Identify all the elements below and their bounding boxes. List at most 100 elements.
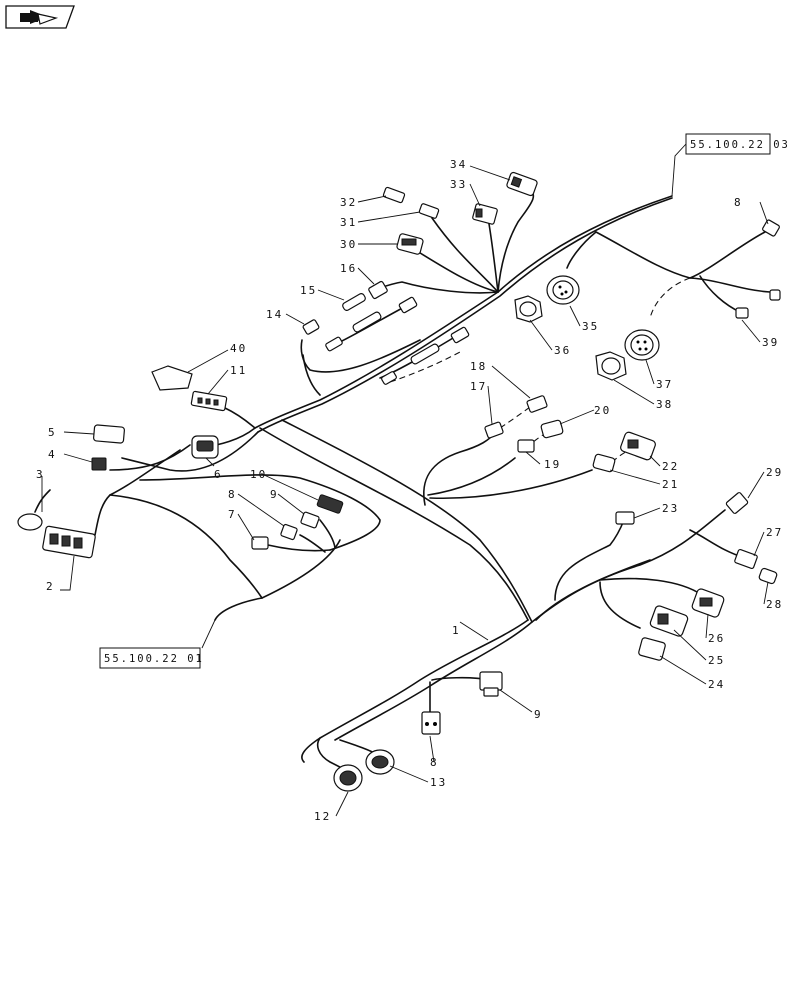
- connector-8-lower: [421, 711, 441, 735]
- callout-32: 32: [340, 196, 357, 209]
- connector-35: [546, 275, 580, 305]
- connector-15: [342, 293, 418, 333]
- callout-7: 7: [228, 508, 237, 521]
- connector-30: [396, 233, 424, 255]
- ref-box-top[interactable]: 55.100.22 03: [685, 133, 790, 155]
- nut-36: [514, 295, 543, 323]
- callout-29: 29: [766, 466, 783, 479]
- harness-left-branch: [34, 407, 381, 621]
- connector-37: [624, 329, 660, 361]
- next-page-button[interactable]: [4, 4, 76, 30]
- callout-37: 37: [656, 378, 673, 391]
- connector-4: [91, 457, 107, 471]
- callout-15: 15: [300, 284, 317, 297]
- callout-19: 19: [544, 458, 561, 471]
- callout-33: 33: [450, 178, 467, 191]
- callout-16: 16: [340, 262, 357, 275]
- callout-10: 10: [250, 468, 267, 481]
- callout-28: 28: [766, 598, 783, 611]
- connector-9-lower: [479, 671, 503, 697]
- callout-21: 21: [662, 478, 679, 491]
- callout-12: 12: [314, 810, 331, 823]
- connector-39: [735, 289, 781, 319]
- callout-26: 26: [708, 632, 725, 645]
- nut-38: [595, 351, 627, 381]
- connector-8-top: [762, 219, 780, 237]
- callout-20: 20: [594, 404, 611, 417]
- harness-upper-branches: [300, 187, 535, 396]
- connector-12: [333, 764, 363, 792]
- connector-14: [302, 319, 320, 335]
- callout-3: 3: [36, 468, 45, 481]
- connector-13: [365, 749, 395, 775]
- connector-9-mid: [300, 511, 320, 529]
- callout-11: 11: [230, 364, 247, 377]
- tag-40: [151, 365, 193, 391]
- callout-14: 14: [266, 308, 283, 321]
- callout-34: 34: [450, 158, 467, 171]
- connector-33: [472, 203, 498, 225]
- callout-38: 38: [656, 398, 673, 411]
- callout-8-top: 8: [734, 196, 743, 209]
- connector-20: [540, 419, 564, 439]
- connector-17: [484, 421, 504, 439]
- connector-28: [758, 567, 778, 585]
- connector-19: [517, 439, 535, 453]
- connector-10: [316, 494, 344, 514]
- connector-6: [191, 435, 219, 459]
- callout-8: 8: [228, 488, 237, 501]
- callout-22: 22: [662, 460, 679, 473]
- ref-box-bottom[interactable]: 55.100.22 01: [99, 647, 204, 669]
- arrow-right-icon: [5, 5, 75, 29]
- connector-31: [418, 203, 440, 219]
- ref-label-bottom: 55.100.22 01: [104, 653, 204, 665]
- connector-2: [42, 525, 96, 559]
- connector-7: [251, 536, 269, 550]
- connector-27: [734, 548, 758, 570]
- connector-21: [592, 453, 616, 473]
- callout-27: 27: [766, 526, 783, 539]
- connector-22: [620, 431, 656, 461]
- callout-13: 13: [430, 776, 447, 789]
- callout-5: 5: [48, 426, 57, 439]
- connector-24: [638, 637, 666, 661]
- connector-16: [368, 280, 388, 300]
- callout-1: 1: [452, 624, 461, 637]
- connector-25: [649, 605, 689, 637]
- callout-40: 40: [230, 342, 247, 355]
- connector-26: [691, 588, 725, 618]
- callout-30: 30: [340, 238, 357, 251]
- callout-35: 35: [582, 320, 599, 333]
- connectors: [17, 171, 781, 792]
- connector-34: [506, 171, 538, 197]
- callout-17: 17: [470, 380, 487, 393]
- callout-24: 24: [708, 678, 725, 691]
- connector-11: [190, 390, 228, 412]
- callout-9: 9: [270, 488, 279, 501]
- connector-32: [382, 186, 406, 204]
- callouts: 1 2 3 4 5 6 7 8 9 10 11 12 13 14 15 16 1…: [36, 158, 783, 823]
- harness-trunk: [254, 143, 746, 763]
- callout-2: 2: [46, 580, 55, 593]
- callout-36: 36: [554, 344, 571, 357]
- callout-23: 23: [662, 502, 679, 515]
- plug-lower: [325, 326, 470, 385]
- callout-31: 31: [340, 216, 357, 229]
- connector-23: [615, 511, 635, 525]
- callout-4: 4: [48, 448, 57, 461]
- callout-9-lower: 9: [534, 708, 543, 721]
- harness-right-branch: [566, 231, 771, 319]
- callout-6: 6: [214, 468, 223, 481]
- connector-3: [17, 513, 43, 531]
- ref-label-top: 55.100.22 03: [690, 139, 790, 151]
- leader-lines: [41, 165, 769, 817]
- callout-25: 25: [708, 654, 725, 667]
- connector-8-mid: [280, 523, 298, 541]
- callout-18: 18: [470, 360, 487, 373]
- connector-5: [93, 424, 125, 444]
- callout-8-lower: 8: [430, 756, 439, 769]
- connector-29: [725, 492, 749, 514]
- callout-39: 39: [762, 336, 779, 349]
- connector-18: [526, 395, 548, 413]
